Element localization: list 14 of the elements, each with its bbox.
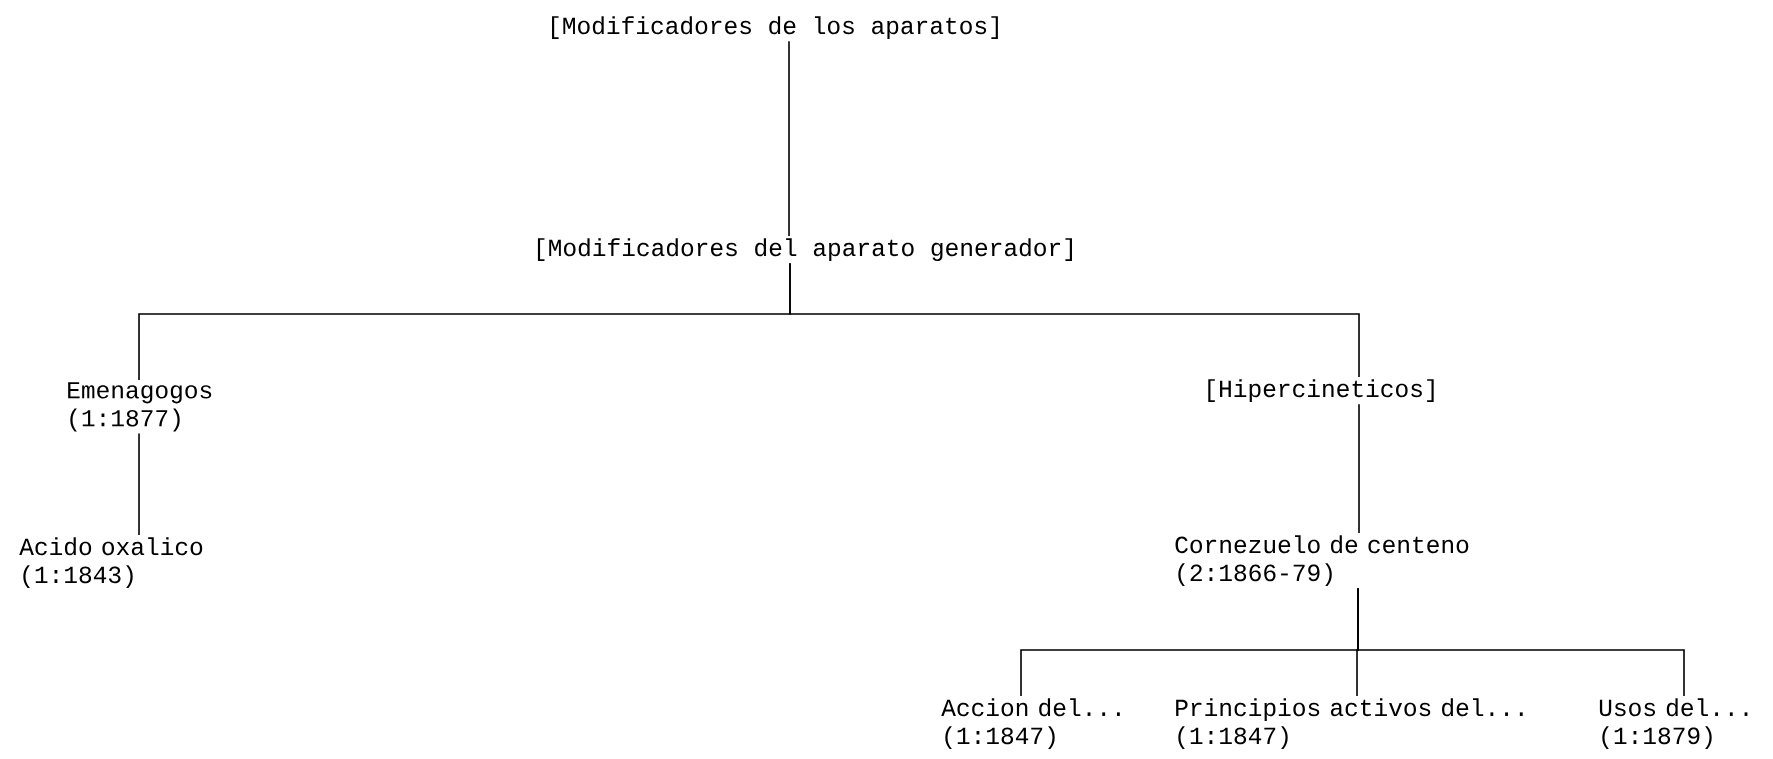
tree-node-label: [Hipercineticos] [1208, 379, 1434, 403]
tree-node-label: [Modificadores del aparato generador] [537, 238, 1072, 262]
connector-line [788, 40, 790, 237]
tree-node-label: Acido oxalico (1:1843) [19, 537, 203, 589]
tree-node-label: Accion del... (1:1847) [941, 698, 1120, 750]
tree-node-label: Principios activos del... (1:1847) [1176, 698, 1523, 750]
connector-line [1357, 587, 1685, 697]
tree-node-label: Emenagogos (1:1877) [68, 382, 212, 432]
tree-node-label: Cornezuelo de centeno (2:1866-79) [1175, 535, 1469, 587]
connector-line [789, 262, 1360, 378]
connector-line [138, 432, 140, 536]
tree-node-label: [Modificadores de los aparatos] [552, 16, 998, 40]
connector-line [1358, 403, 1360, 534]
tree-node-label: Usos del... (1:1879) [1599, 698, 1748, 750]
